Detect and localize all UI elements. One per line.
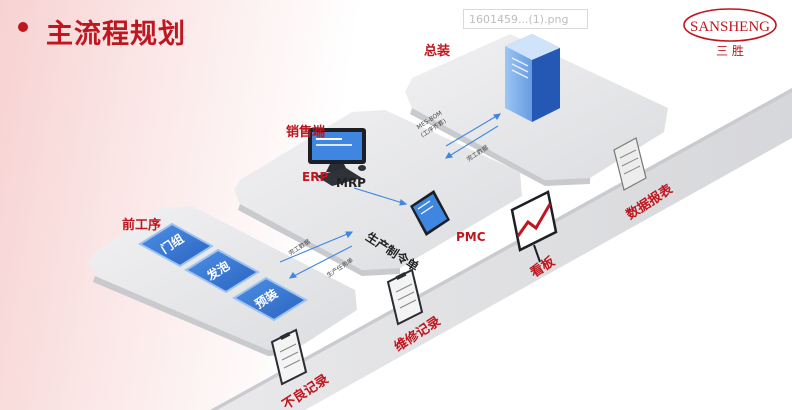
logo-sub-text: 三 胜 [716, 43, 744, 58]
pmc-tablet-icon [410, 190, 450, 236]
node-door-group [138, 222, 214, 268]
image-filename-tag: 1601459...(1).png [463, 9, 588, 29]
clipboard-icon-bad-record [270, 328, 308, 386]
front-process-label: 前工序 [122, 218, 162, 233]
logo-brand-text: SANSHENG [690, 19, 770, 35]
node-foaming [184, 248, 260, 294]
final-assembly-label: 总装 [424, 44, 451, 59]
erp-label: ERP [302, 170, 329, 184]
sales-platform [234, 110, 522, 276]
flow-arrows [279, 113, 502, 279]
server-icon [505, 34, 560, 122]
diagonal-track [210, 88, 792, 410]
pmc-label: PMC [456, 230, 486, 244]
sansheng-logo: SANSHENG 三 胜 [683, 8, 777, 58]
sales-label: 销售端 [286, 125, 326, 140]
kanban-board-icon [510, 190, 558, 263]
clipboard-icon-repair-record [386, 268, 424, 326]
computer-icon [308, 128, 366, 186]
document-icon-data-report [613, 137, 647, 191]
mrp-label: MRP [336, 176, 366, 190]
node-pre-assembly [232, 276, 308, 322]
page-title: 主流程规划 [46, 19, 186, 50]
title-bullet [18, 22, 28, 32]
